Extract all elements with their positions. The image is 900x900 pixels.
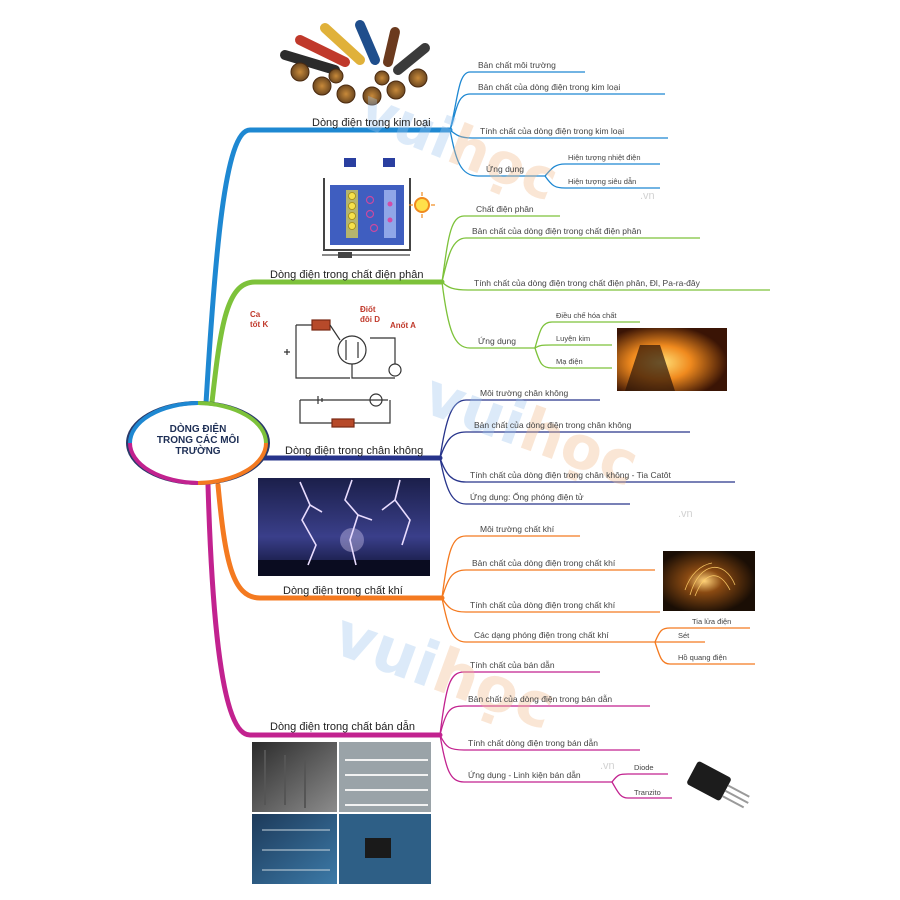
watermark-domain-2: .vn xyxy=(678,508,693,520)
kim-loai-sub-2: Hiện tượng siêu dẫn xyxy=(568,177,637,186)
transistor-image xyxy=(687,761,750,809)
chat-khi-sub-3: Hồ quang điện xyxy=(678,653,727,662)
vacuum-diode-circuit xyxy=(272,310,412,445)
semiconductor-collage xyxy=(252,742,431,884)
electrolysis-diagram xyxy=(312,158,435,266)
cables-image xyxy=(278,20,442,106)
trunk-dien-phan xyxy=(207,279,445,423)
chan-khong-item-2: Bản chất của dòng điện trong chân không xyxy=(474,420,632,430)
ban-dan-item-4: Ứng dụng - Linh kiện bán dẫn xyxy=(468,770,581,780)
branch-title-kim-loai: Dòng điện trong kim loại xyxy=(312,117,431,129)
trunk-ban-dan xyxy=(205,482,443,738)
ban-dan-item-1: Tính chất của bán dẫn xyxy=(470,660,555,670)
branch-title-ban-dan: Dòng điện trong chất bán dẫn xyxy=(270,721,415,733)
branch-ban-dan-lines xyxy=(439,671,672,799)
trunk-kim-loai xyxy=(202,127,453,423)
ban-dan-item-3: Tính chất dòng điện trong bán dẫn xyxy=(468,738,598,748)
kim-loai-item-4: Ứng dụng xyxy=(486,164,524,174)
center-title-line-1: DÒNG ĐIỆN xyxy=(169,424,227,435)
furnace-image xyxy=(617,328,727,391)
watermark-domain-1: .vn xyxy=(640,190,655,202)
dien-phan-sub-1: Điều chế hóa chất xyxy=(556,311,617,320)
chat-khi-item-2: Bản chất của dòng điện trong chất khí xyxy=(472,558,616,568)
center-title-line-3: TRƯỜNG xyxy=(175,446,221,457)
kim-loai-sub-1: Hiện tượng nhiệt điện xyxy=(568,153,641,162)
branch-title-chat-khi: Dòng điện trong chất khí xyxy=(283,585,403,597)
ban-dan-item-2: Bản chất của dòng điện trong bán dẫn xyxy=(468,694,613,704)
dien-phan-sub-2: Luyện kim xyxy=(556,334,591,343)
chat-khi-item-1: Môi trường chất khí xyxy=(480,524,555,534)
chan-khong-item-1: Môi trường chân không xyxy=(480,388,569,398)
kim-loai-item-2: Bản chất của dòng điện trong kim loại xyxy=(478,82,621,92)
circuit-label-catot-2: tốt K xyxy=(250,320,269,329)
branch-dien-phan-lines xyxy=(441,215,770,369)
chat-khi-item-3: Tính chất của dòng điện trong chất khí xyxy=(470,600,616,610)
center-title: DÒNG ĐIỆN TRONG CÁC MÔI TRƯỜNG xyxy=(133,424,263,457)
trunk-chat-khi xyxy=(215,482,445,601)
circuit-label-anot: Anốt A xyxy=(390,321,416,330)
kim-loai-item-1: Bản chất môi trường xyxy=(478,60,556,70)
chan-khong-item-3: Tính chất của dòng điện trong chân không… xyxy=(470,470,671,480)
center-node xyxy=(126,401,270,485)
dien-phan-item-4: Ứng dụng xyxy=(478,336,516,346)
center-title-line-2: TRONG CÁC MÔI xyxy=(156,435,240,446)
dien-phan-item-2: Bản chất của dòng điện trong chất điện p… xyxy=(472,226,642,236)
dien-phan-item-3: Tính chất của dòng điện trong chất điện … xyxy=(474,278,700,288)
kim-loai-item-3: Tính chất của dòng điện trong kim loại xyxy=(480,126,625,136)
circuit-label-catot-1: Ca xyxy=(250,310,261,319)
watermark-domain-3: .vn xyxy=(600,760,615,772)
branch-kim-loai-lines xyxy=(449,71,668,189)
dien-phan-item-1: Chất điện phân xyxy=(476,204,534,214)
branch-chan-khong-lines xyxy=(439,399,735,505)
branch-title-chan-khong: Dòng điện trong chân không xyxy=(285,445,424,457)
chat-khi-sub-2: Sét xyxy=(678,631,690,640)
lightning-image xyxy=(258,478,430,576)
branch-chat-khi-lines xyxy=(441,535,755,665)
ban-dan-sub-tranzito: Tranzito xyxy=(634,788,661,797)
ban-dan-sub-diode: Diode xyxy=(634,763,654,772)
sparks-image xyxy=(663,551,755,611)
chat-khi-item-4: Các dạng phóng điện trong chất khí xyxy=(474,630,609,640)
circuit-label-diode-1: Điốt xyxy=(360,305,376,314)
chat-khi-sub-1: Tia lửa điện xyxy=(692,617,732,626)
dien-phan-sub-3: Mạ điện xyxy=(556,357,583,366)
chan-khong-item-4: Ứng dụng: Ống phóng điện tử xyxy=(470,492,584,502)
circuit-label-diode-2: đôi D xyxy=(360,315,380,324)
branch-title-dien-phan: Dòng điện trong chất điện phân xyxy=(270,269,424,281)
